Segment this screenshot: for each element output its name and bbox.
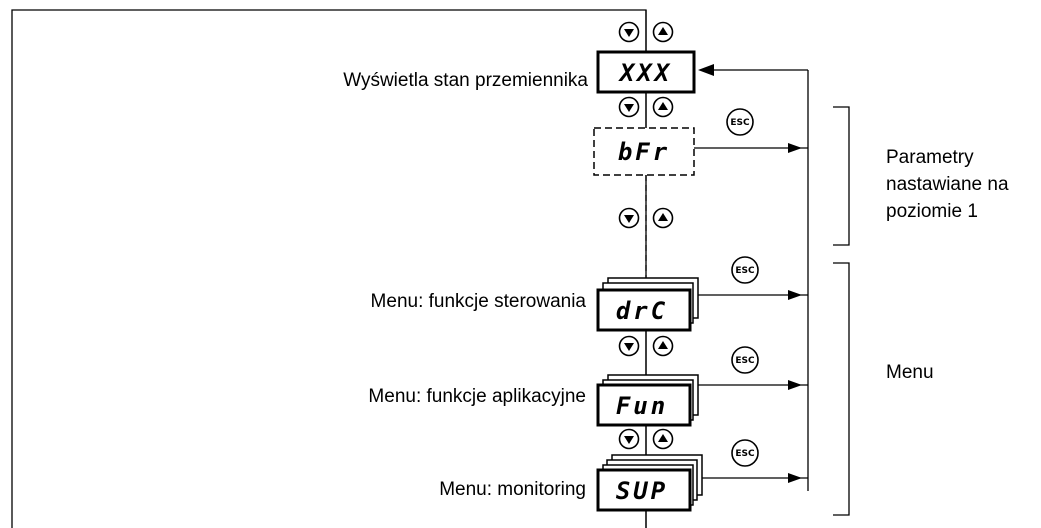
monitoring-menu-label: Menu: monitoring xyxy=(439,479,586,500)
down-arrow-icon[interactable] xyxy=(618,428,640,450)
esc-button-sup[interactable]: ESC xyxy=(731,439,759,467)
down-arrow-icon[interactable] xyxy=(618,21,640,43)
status-description-label: Wyświetla stan przemiennika xyxy=(343,70,588,91)
fun-display-text: Fun xyxy=(616,392,668,420)
menu-group-label: Menu xyxy=(886,362,934,383)
esc-button-label: ESC xyxy=(735,266,755,276)
fun-menu-display: Fun xyxy=(596,374,699,427)
bfr-display-text: bFr xyxy=(618,138,670,166)
down-arrow-icon[interactable] xyxy=(618,207,640,229)
esc-button-drc[interactable]: ESC xyxy=(731,256,759,284)
up-arrow-icon[interactable] xyxy=(652,335,674,357)
return-arrow-head xyxy=(698,64,714,76)
level1-parameters-label: Parametry nastawiane na poziomie 1 xyxy=(886,147,1009,222)
esc-button-bfr[interactable]: ESC xyxy=(726,108,754,136)
sup-menu-display: SUP xyxy=(596,454,703,512)
esc-arrow-bfr xyxy=(788,143,802,153)
esc-button-fun[interactable]: ESC xyxy=(731,346,759,374)
drc-display-text: drC xyxy=(616,297,668,325)
status-display-text: XXX xyxy=(618,59,672,87)
drc-menu-display: drC xyxy=(596,277,699,332)
esc-button-label: ESC xyxy=(730,118,750,128)
bracket-menu xyxy=(833,262,850,516)
level1-label-line: Parametry xyxy=(886,147,974,168)
level1-label-line: poziomie 1 xyxy=(886,201,978,222)
bfr-display: bFr xyxy=(593,127,695,176)
up-arrow-icon[interactable] xyxy=(652,428,674,450)
bracket-level1 xyxy=(833,106,850,246)
sup-display-text: SUP xyxy=(616,477,668,505)
esc-arrow-sup xyxy=(788,473,802,483)
drive-control-menu-label: Menu: funkcje sterowania xyxy=(371,291,587,312)
down-arrow-icon[interactable] xyxy=(618,335,640,357)
down-arrow-icon[interactable] xyxy=(618,96,640,118)
up-arrow-icon[interactable] xyxy=(652,207,674,229)
application-menu-label: Menu: funkcje aplikacyjne xyxy=(368,386,586,407)
esc-arrow-drc xyxy=(788,290,802,300)
esc-arrow-fun xyxy=(788,380,802,390)
up-arrow-icon[interactable] xyxy=(652,96,674,118)
esc-button-label: ESC xyxy=(735,449,755,459)
status-display: XXX xyxy=(596,50,696,94)
up-arrow-icon[interactable] xyxy=(652,21,674,43)
esc-button-label: ESC xyxy=(735,356,755,366)
level1-label-line: nastawiane na xyxy=(886,174,1009,195)
